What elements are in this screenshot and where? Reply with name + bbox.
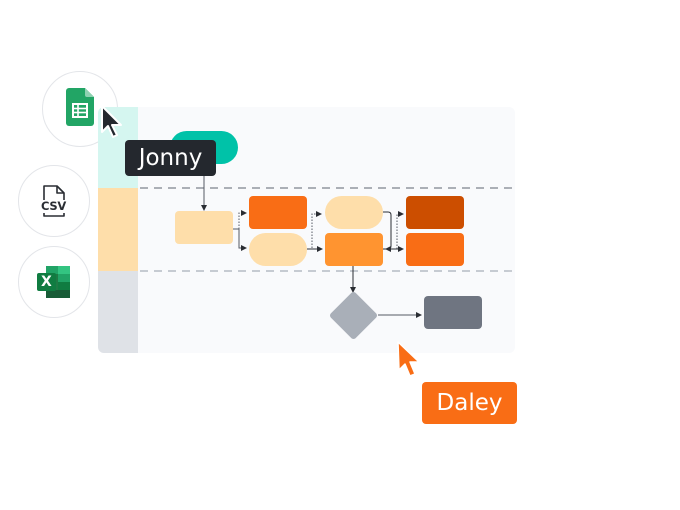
collaborator-label-jonny: Jonny	[125, 140, 216, 176]
pill-node-1[interactable]	[249, 233, 307, 266]
csv-file-icon: CSV	[40, 185, 68, 217]
csv-label: CSV	[41, 199, 66, 213]
connector-dotted-up-2	[307, 211, 322, 250]
jonny-cursor-icon	[101, 105, 122, 138]
end-node[interactable]	[424, 296, 482, 329]
task-node-4[interactable]	[406, 196, 464, 229]
collaborator-label-daley: Daley	[422, 382, 517, 424]
excel-label: X	[41, 274, 52, 290]
swimlane-header-3[interactable]	[98, 271, 138, 353]
task-node-5[interactable]	[406, 233, 464, 266]
google-sheets-icon	[66, 87, 94, 131]
connector-loop-back	[383, 211, 392, 252]
connector-split-up	[233, 210, 247, 230]
connector-dotted-up-3	[396, 211, 404, 249]
task-node-2[interactable]	[249, 196, 307, 229]
connector-split-down	[233, 228, 247, 251]
swimlane-header-2[interactable]	[98, 188, 138, 271]
pill-node-2[interactable]	[325, 196, 383, 229]
excel-icon: X	[37, 266, 71, 298]
csv-import-button[interactable]: CSV	[18, 165, 90, 237]
task-node-3[interactable]	[325, 233, 383, 266]
excel-import-button[interactable]: X	[18, 246, 90, 318]
daley-cursor-icon	[397, 341, 420, 377]
task-node-1[interactable]	[175, 211, 233, 244]
